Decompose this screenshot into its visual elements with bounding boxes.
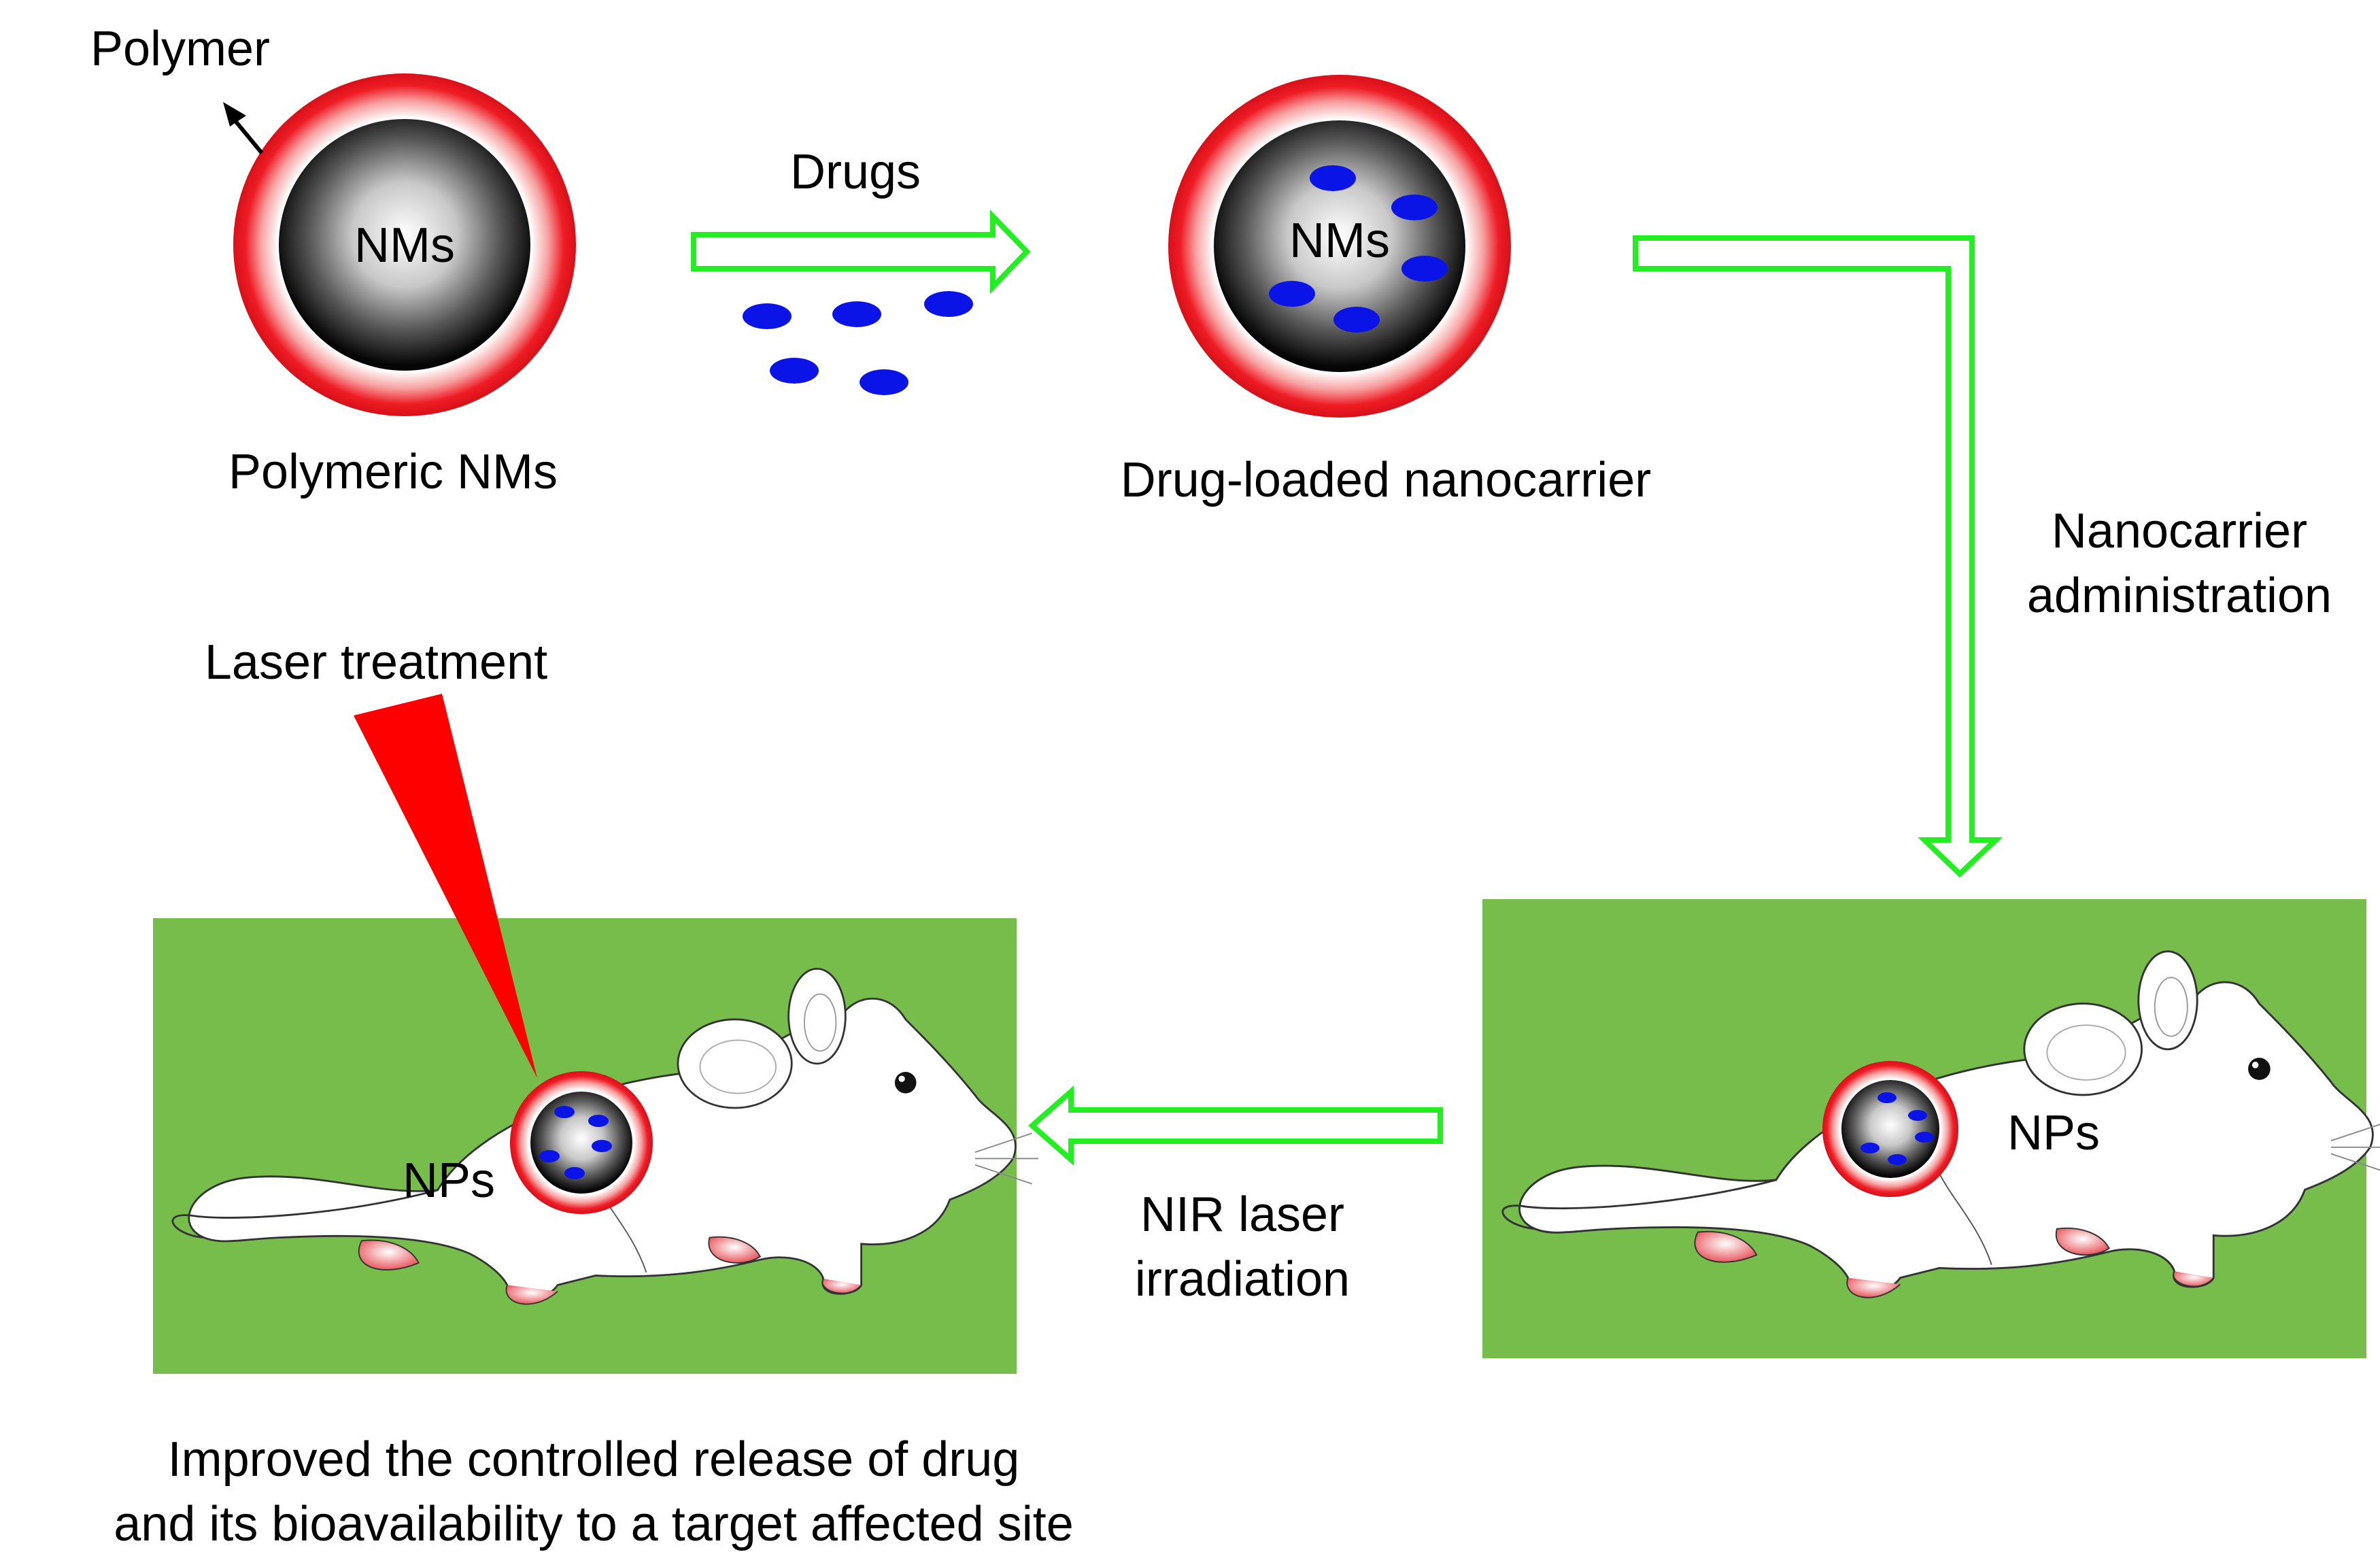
administration-arrow (1633, 235, 2003, 878)
administration-label-line1: Nanocarrier (2052, 504, 2307, 558)
administration-label-line2: administration (2027, 569, 2332, 623)
polymeric-nms-particle: NMs (233, 73, 576, 416)
laser-treatment-label: Laser treatment (205, 635, 547, 690)
polymeric-nms-label: Polymeric NMs (228, 445, 558, 499)
drugs-label: Drugs (790, 145, 921, 199)
caption-line2: and its bioavailability to a target affe… (114, 1497, 1074, 1551)
nm-core (1214, 120, 1465, 372)
nm-core (279, 119, 530, 371)
nir-arrow (1027, 1085, 1443, 1166)
nir-label-line2: irradiation (1135, 1252, 1350, 1307)
nps-right-label: NPs (2007, 1106, 2100, 1160)
drug-loaded-nanocarrier-particle: NMs (1168, 75, 1511, 418)
right-mouse-panel: NPs (1482, 899, 2380, 1358)
nps-left-label: NPs (403, 1153, 495, 1208)
nir-label-line1: NIR laser (1140, 1187, 1344, 1242)
loaded-drugs (1269, 165, 1448, 333)
nps-particle-right (1822, 1061, 1958, 1197)
polymer-pointer-arrow (223, 102, 264, 154)
drug-loaded-nanocarrier-label: Drug-loaded nanocarrier (1121, 453, 1651, 507)
nms-core-label: NMs (354, 218, 455, 273)
nms-loaded-label: NMs (1289, 214, 1390, 268)
drugs-arrow (691, 209, 1031, 294)
caption-line1: Improved the controlled release of drug (168, 1432, 1020, 1487)
drug-molecules (743, 291, 973, 395)
polymer-label: Polymer (90, 22, 270, 76)
laser-beam (354, 694, 537, 1078)
left-mouse-panel: NPs (153, 694, 1040, 1374)
nps-particle-left (510, 1071, 653, 1214)
